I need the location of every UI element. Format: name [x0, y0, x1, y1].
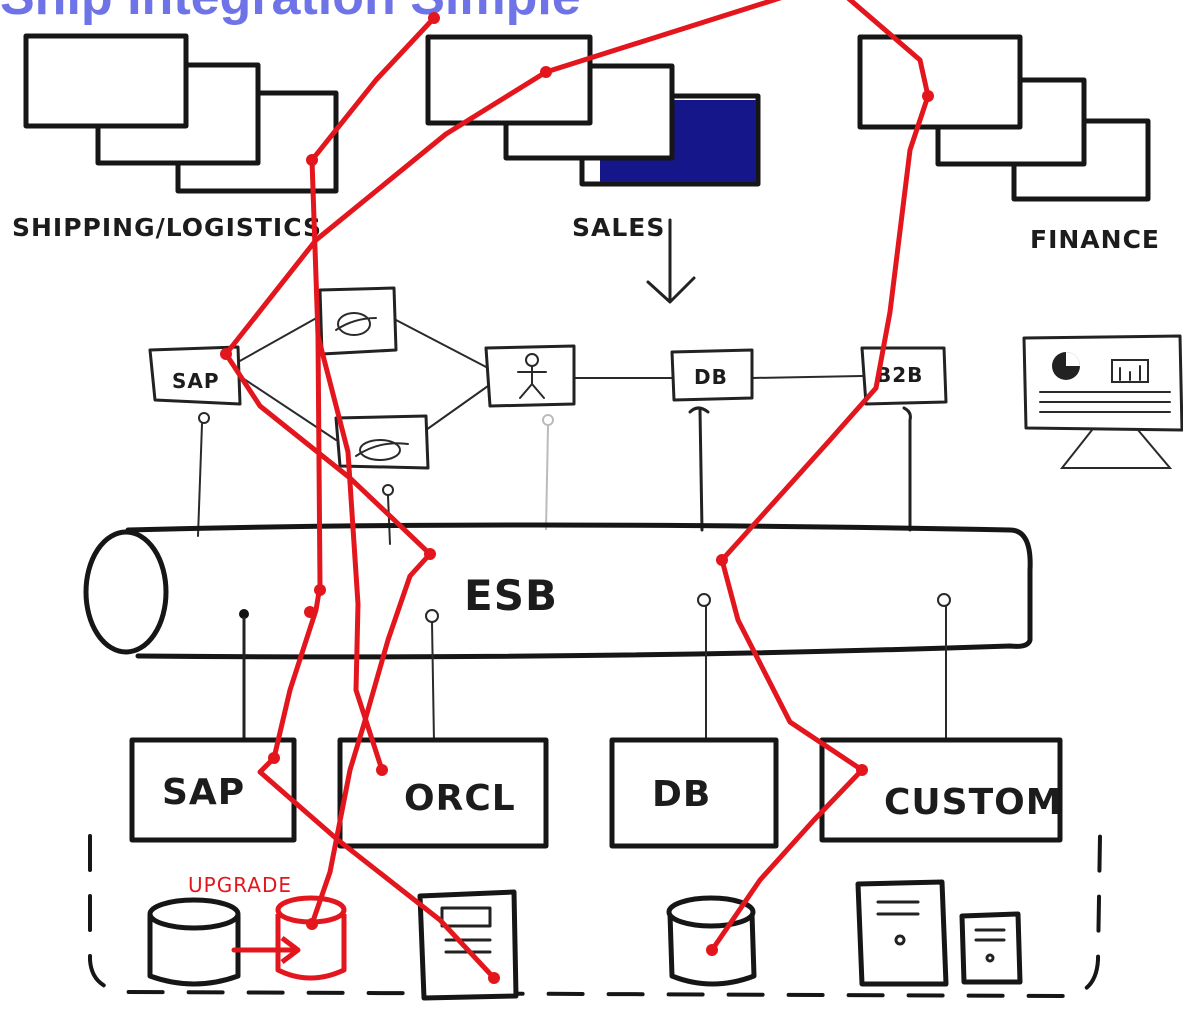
service-cloud-bottom: [334, 414, 430, 470]
dashboard-monitor-icon: [1022, 334, 1183, 469]
integration-path-nodes: [220, 12, 934, 984]
red-path-sales-branch: [315, 333, 385, 773]
arrow-down-icon: [646, 218, 696, 304]
esb-label: ESB: [464, 571, 558, 620]
service-user: [484, 344, 576, 408]
header-text: Ship Integration Simple: [0, 0, 581, 26]
cloud-icon: [335, 312, 377, 336]
red-path-sales: [223, 0, 782, 927]
red-path-shipping: [257, 15, 497, 981]
backend-custom: CUSTOM: [819, 737, 1063, 843]
service-db-label: DB: [694, 365, 728, 389]
backend-orcl: ORCL: [337, 737, 549, 849]
server-small-icon: [959, 911, 1023, 985]
service-sap: SAP: [148, 345, 242, 406]
backend-sap-label: SAP: [162, 772, 245, 813]
service-taps: [197, 406, 912, 545]
service-b2b-label: B2B: [876, 363, 923, 387]
stick-figure-icon: [517, 353, 547, 399]
service-cloud-top: [318, 286, 398, 356]
infrastructure-boundary: [88, 834, 1102, 999]
sales-app-windows: [425, 34, 761, 187]
finance-app-windows: [857, 34, 1151, 202]
label-sales: SALES: [572, 213, 665, 242]
backend-db: DB: [609, 737, 779, 849]
service-db: DB: [670, 348, 754, 402]
database-cylinder-icon: [147, 897, 241, 987]
service-sap-label: SAP: [172, 369, 220, 393]
service-b2b: B2B: [860, 346, 948, 406]
server-tower-icon: [417, 889, 519, 1001]
shipping-app-windows: [23, 33, 339, 194]
esb-taps: [239, 593, 951, 744]
integration-paths-highlight: [223, 0, 931, 981]
upgrade-arrow-icon: [231, 936, 301, 964]
cloud-icon: [355, 439, 409, 461]
esb-bus: ESB: [83, 522, 1033, 660]
label-shipping-logistics: SHIPPING/LOGISTICS: [12, 213, 322, 242]
red-path-finance: [709, 0, 931, 953]
backend-custom-label: CUSTOM: [884, 782, 1063, 823]
upgrade-label: UPGRADE: [188, 873, 292, 897]
server-tower-icon: [855, 879, 949, 987]
backend-sap: SAP: [129, 737, 297, 843]
backend-orcl-label: ORCL: [404, 778, 516, 819]
upgraded-database-icon: [275, 895, 347, 981]
backend-db-label: DB: [652, 774, 711, 815]
label-finance: FINANCE: [1030, 225, 1160, 254]
